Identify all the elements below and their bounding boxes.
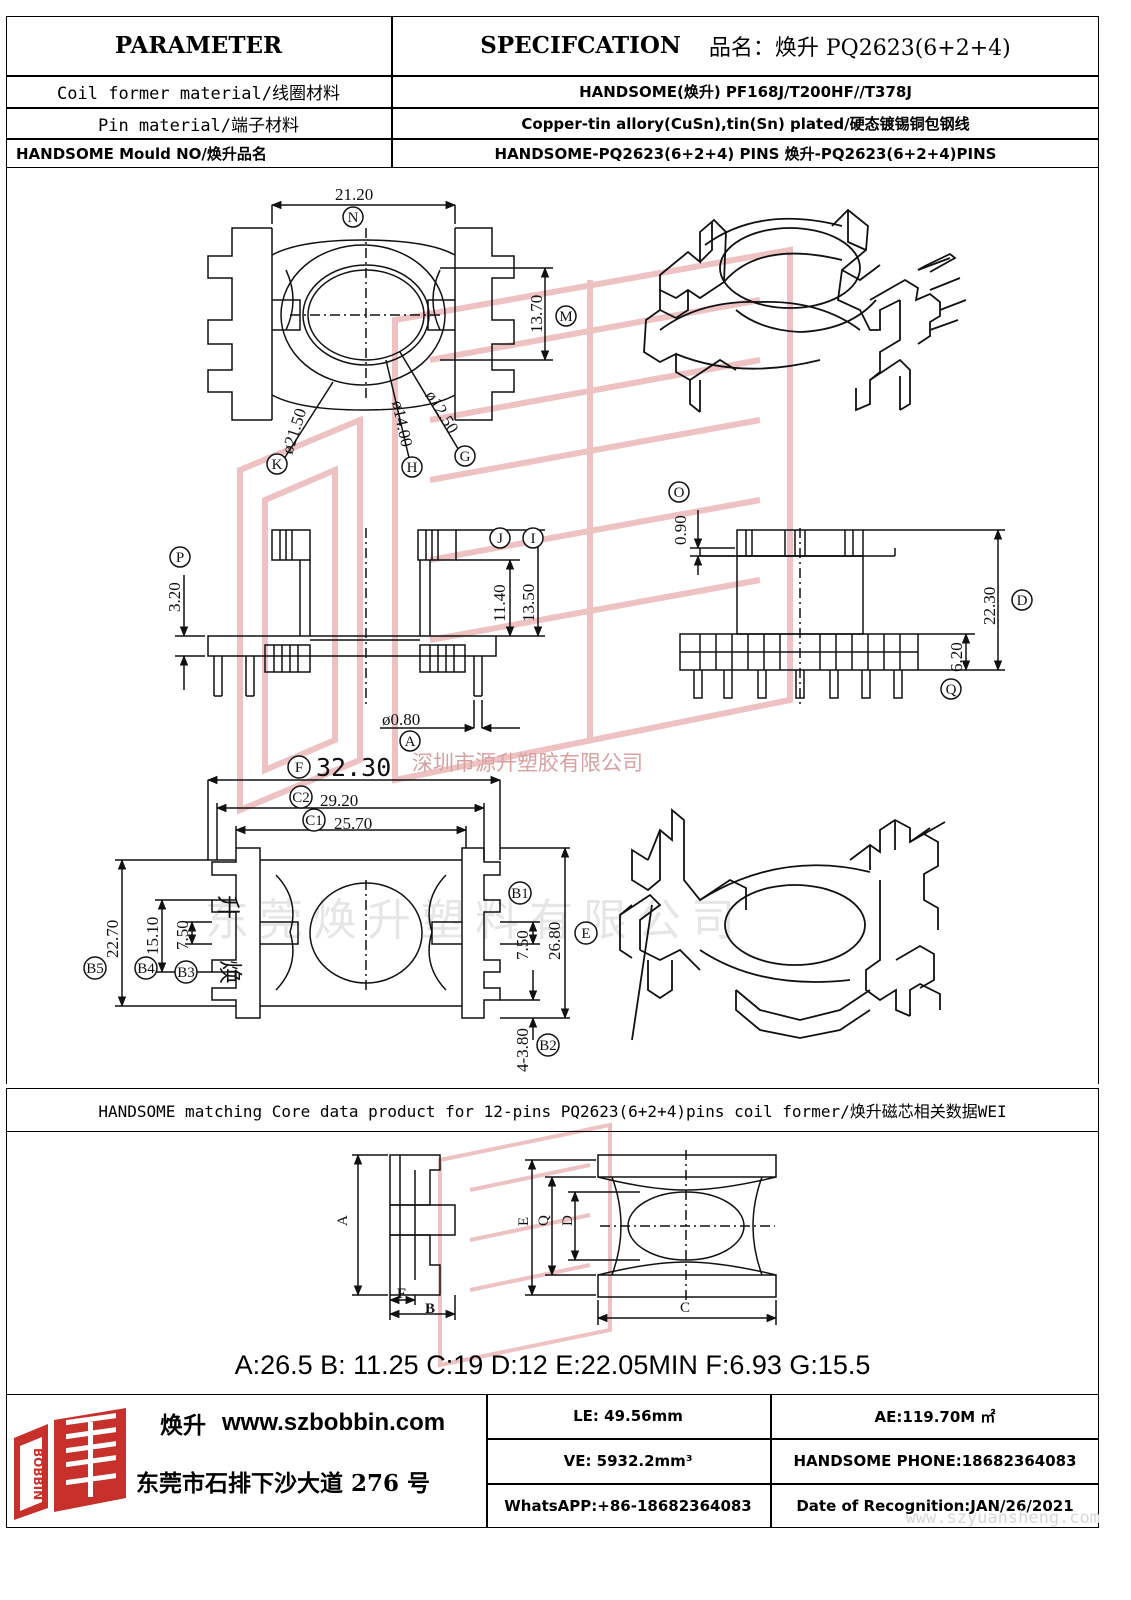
- spec-table: [6, 16, 1099, 168]
- watermark-company-small: 深圳市源升塑胶有限公司: [412, 751, 643, 775]
- dim-o-value: 0.90: [671, 515, 690, 545]
- brand-logo-icon: BOBBIN: [14, 1408, 126, 1520]
- dim-f-label: F: [295, 760, 303, 776]
- dim-11-40: 11.40: [490, 584, 509, 622]
- core-label-d: D: [560, 1215, 576, 1226]
- core-section-title: HANDSOME matching Core data product for …: [98, 1102, 1007, 1121]
- mould-no-label: HANDSOME Mould NO/焕升品名: [16, 145, 267, 163]
- dim-g-value: ø12.50: [422, 387, 463, 437]
- footer-ve: VE: 5932.2mm³: [563, 1452, 693, 1470]
- dim-i-label: I: [531, 531, 536, 547]
- footer-site-watermark: www.szyuansheng.com: [905, 1508, 1100, 1528]
- parameter-header: PARAMETER: [114, 32, 283, 59]
- footer-whatsapp: WhatsAPP:+86-18682364083: [504, 1497, 752, 1515]
- coil-material-value: HANDSOME(焕升) PF168J/T200HF//T378J: [579, 83, 912, 101]
- core-drawing-frame: [6, 1132, 1099, 1394]
- dim-k-label: K: [272, 457, 283, 473]
- core-label-e: E: [516, 1217, 532, 1226]
- dim-b3-value: 7.50: [173, 920, 192, 950]
- core-title-box: [6, 1088, 1099, 1132]
- drawing-frame: [6, 168, 1099, 1084]
- flange-char-bottom: 焕: [216, 960, 244, 984]
- footer-divider-h1: [486, 1438, 1099, 1440]
- core-side-view: [352, 1153, 457, 1320]
- dim-b1-value: 7.50: [513, 930, 532, 960]
- core-label-f: F: [397, 1286, 406, 1302]
- dim-m-label: M: [559, 309, 572, 325]
- table-divider-v: [391, 16, 393, 168]
- core-label-c: C: [680, 1300, 690, 1316]
- dim-b3-label: B3: [177, 965, 195, 981]
- dim-e-value: 26.80: [545, 922, 564, 960]
- dim-p-value: 3.20: [165, 582, 184, 612]
- product-name: 品名：焕升 PQ2623(6+2+4): [708, 35, 1011, 61]
- dim-q-value: 6.20: [947, 642, 966, 672]
- footer-divider-v2: [770, 1394, 772, 1528]
- dim-e-label: E: [581, 926, 590, 942]
- footer-date: Date of Recognition:JAN/26/2021: [796, 1497, 1074, 1515]
- dim-13-50: 13.50: [519, 584, 538, 622]
- footer-divider-h2: [486, 1483, 1099, 1485]
- dim-g-label: G: [460, 449, 471, 465]
- dim-d-label: D: [1017, 593, 1028, 609]
- footer-table: [6, 1394, 1099, 1528]
- bottom-view: [115, 775, 570, 1040]
- table-divider-h1: [6, 75, 1099, 77]
- dim-f-value: 32.30: [316, 753, 391, 782]
- iso-view-top: [644, 210, 966, 412]
- dim-b4-label: B4: [137, 961, 155, 977]
- footer-brand-line: 焕升 www.szbobbin.com: [160, 1400, 480, 1446]
- dim-q-label: Q: [946, 682, 957, 698]
- dim-p-label: P: [176, 550, 184, 566]
- dim-b5-value: 22.70: [103, 920, 122, 958]
- core-label-a: A: [335, 1215, 351, 1226]
- dim-b5-label: B5: [86, 961, 104, 977]
- dim-n-label: N: [348, 210, 359, 226]
- dim-c1-value: 25.70: [334, 814, 372, 833]
- flange-char-top: 升: [214, 895, 242, 919]
- coil-material-label: Coil former material/线圈材料: [57, 84, 340, 104]
- dim-h-label: H: [407, 460, 418, 476]
- dim-o-label: O: [674, 485, 685, 501]
- dim-b2-label: B2: [539, 1038, 557, 1054]
- footer-phone: HANDSOME PHONE:18682364083: [793, 1452, 1077, 1470]
- footer-address: 东莞市石排下沙大道 276 号: [136, 1470, 431, 1497]
- table-divider-h2: [6, 107, 1099, 109]
- dim-b4-value: 15.10: [143, 917, 162, 955]
- pin-material-label: Pin material/端子材料: [97, 115, 300, 136]
- logo-text: BOBBIN: [31, 1448, 45, 1500]
- pin-material-value: Copper-tin allory(CuSn),tin(Sn) plated/硬…: [521, 114, 970, 133]
- watermark-logo: [240, 250, 790, 1365]
- table-divider-h3: [6, 138, 1099, 140]
- dim-c2-label: C2: [292, 790, 310, 806]
- dim-c1-label: C1: [305, 813, 323, 829]
- dim-pin-diameter: ø0.80: [382, 710, 420, 729]
- dim-m-value: 13.70: [527, 295, 546, 333]
- footer-divider-v1: [486, 1394, 488, 1528]
- footer-brand: 焕升: [160, 1412, 206, 1439]
- top-view: [208, 200, 553, 462]
- footer-url: www.szbobbin.com: [222, 1409, 446, 1436]
- core-top-view: [525, 1150, 778, 1325]
- specification-title: SPECIFCATION: [480, 32, 681, 59]
- front-view: [680, 510, 1005, 706]
- dim-a-label: A: [405, 734, 416, 750]
- core-label-q: Q: [536, 1215, 552, 1226]
- dim-b2-value: 4-3.80: [513, 1028, 532, 1072]
- mould-no-value: HANDSOME-PQ2623(6+2+4) PINS 焕升-PQ2623(6+…: [494, 145, 997, 163]
- dim-n-value: 21.20: [335, 185, 373, 204]
- specification-header: SPECIFCATION 品名：焕升 PQ2623(6+2+4): [392, 16, 1099, 75]
- dim-k-value: ø21.50: [278, 406, 311, 456]
- footer-le: LE: 49.56mm: [573, 1407, 683, 1425]
- watermark-company-large: 东莞焕升塑料有限公司: [205, 895, 745, 946]
- dim-d-value: 22.30: [980, 587, 999, 625]
- footer-ae: AE:119.70M ㎡: [874, 1407, 996, 1426]
- core-label-b: B: [425, 1301, 435, 1317]
- core-values: A:26.5 B: 11.25 C:19 D:12 E:22.05MIN F:6…: [234, 1349, 871, 1380]
- iso-view-bottom: [620, 810, 945, 1040]
- dim-c2-value: 29.20: [320, 791, 358, 810]
- dim-j-label: J: [497, 531, 503, 547]
- dim-b1-label: B1: [511, 886, 529, 902]
